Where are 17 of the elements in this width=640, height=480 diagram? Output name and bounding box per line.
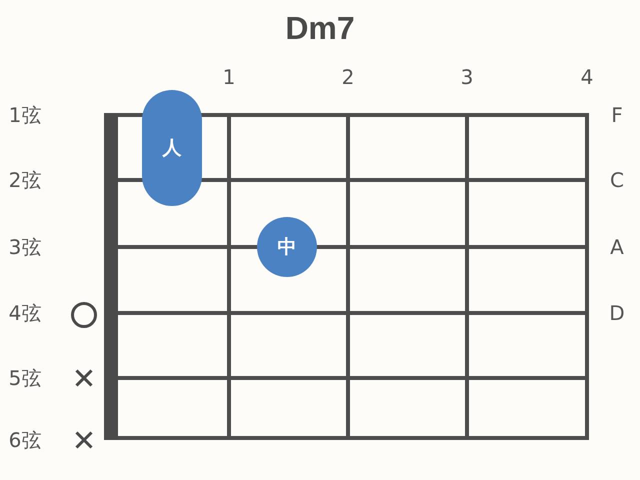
fret-number: 3 <box>460 65 474 89</box>
note-name: D <box>609 301 625 325</box>
string-label: 2弦 <box>8 168 42 192</box>
string-label: 6弦 <box>8 428 42 452</box>
string-label: 3弦 <box>8 235 42 259</box>
string-label: 1弦 <box>8 103 42 127</box>
fret-number: 1 <box>222 65 236 89</box>
string-label: 4弦 <box>8 301 42 325</box>
note-name: C <box>610 168 624 192</box>
string-label: 5弦 <box>8 366 42 390</box>
finger-label: 人 <box>162 138 182 158</box>
note-name: A <box>610 235 624 259</box>
chord-title: Dm7 <box>285 8 355 48</box>
finger-label: 中 <box>278 236 296 258</box>
fret-number: 2 <box>342 65 354 89</box>
fret-number: 4 <box>580 65 594 89</box>
note-name: F <box>611 103 623 127</box>
